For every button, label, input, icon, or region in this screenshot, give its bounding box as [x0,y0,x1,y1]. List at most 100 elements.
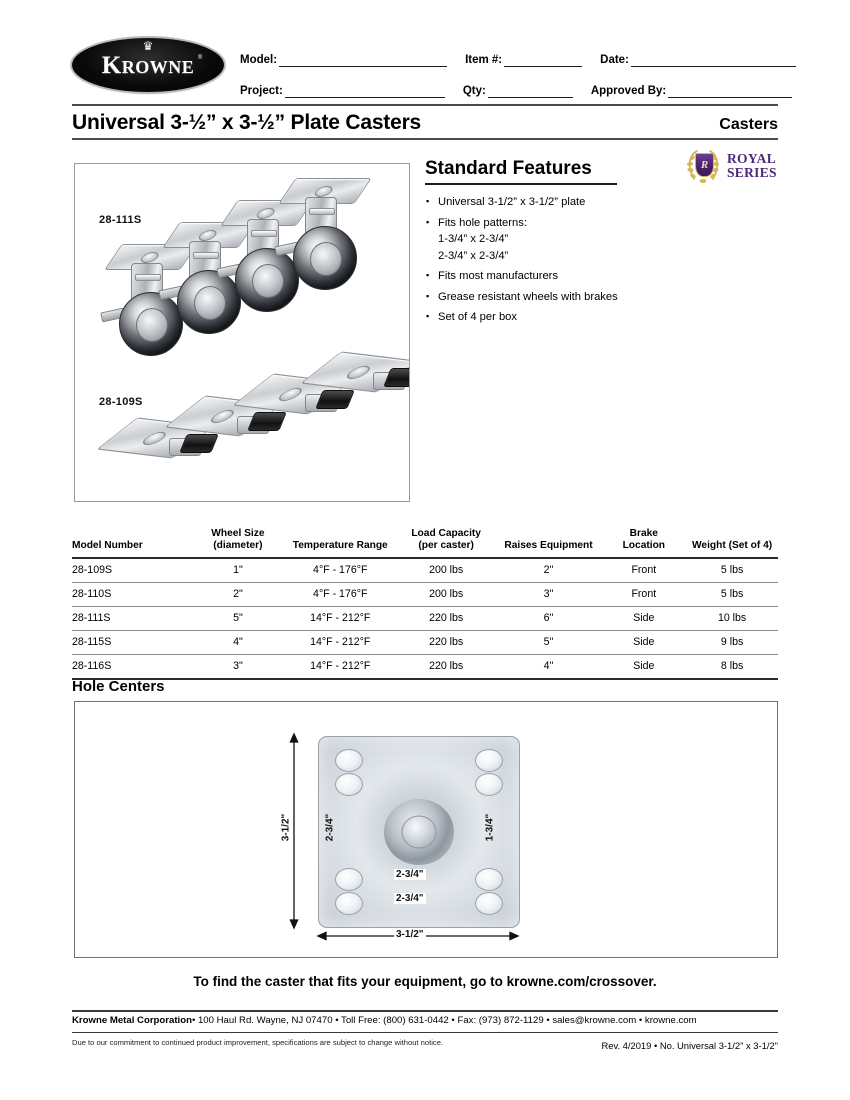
features-heading: Standard Features [425,158,617,185]
cell-load-capacity: 220 lbs [396,630,496,655]
field-item-number-label: Item #: [465,54,503,66]
field-approved-by[interactable]: Approved By: [590,84,793,98]
field-approved-by-label: Approved By: [590,85,667,97]
footer-divider-top [72,1010,778,1012]
field-qty-input[interactable] [487,85,573,98]
field-item-number[interactable]: Item #: [465,53,583,67]
footer-company: Krowne Metal Corporation [72,1015,192,1026]
title-divider-top [72,104,778,106]
cell-temperature-range: 14°F - 212°F [283,654,397,680]
cell-brake-location: Front [601,582,687,607]
dim-left-outer: 3-1/2" [280,813,292,842]
product-label-top: 28-111S [99,214,142,226]
page-header: ♛ KROWNE ® Model: Item #: Date: [72,36,796,98]
page-category: Casters [719,116,778,133]
standard-features: Standard Features Universal 3-1/2” x 3-1… [425,158,675,330]
field-item-number-input[interactable] [504,54,583,67]
field-project[interactable]: Project: [240,84,445,98]
footer-divider-bottom [72,1032,778,1033]
mounting-hole [335,773,363,796]
table-row: 28-111S 5" 14°F - 212°F 220 lbs 6" Side … [72,606,778,631]
cell-brake-location: Front [601,558,687,583]
cell-load-capacity: 220 lbs [396,654,496,680]
logo-wordmark: KROWNE [101,51,195,79]
cell-wheel-size: 1" [192,558,284,583]
cell-brake-location: Side [601,630,687,655]
laurel-wreath-icon [686,150,720,183]
mounting-hole [335,749,363,772]
mounting-hole [475,773,503,796]
col-header-load-capacity: Load Capacity (per caster) [396,528,496,559]
cell-weight: 5 lbs [686,582,778,607]
table-row: 28-110S 2" 4°F - 176°F 200 lbs 3" Front … [72,582,778,607]
cell-load-capacity: 200 lbs [396,558,496,583]
center-hub [384,799,454,865]
cell-weight: 8 lbs [686,654,778,680]
field-date-label: Date: [600,54,629,66]
cell-weight: 5 lbs [686,558,778,583]
mounting-hole [475,868,503,891]
feature-item: Grease resistant wheels with brakes [425,288,675,306]
form-row-1: Model: Item #: Date: [240,36,796,67]
product-label-bottom: 28-109S [99,396,143,408]
caster-swivel-3 [216,200,317,318]
table-row: 28-109S 1" 4°F - 176°F 200 lbs 2" Front … [72,558,778,583]
crossover-callout: To find the caster that fits your equipm… [193,974,657,989]
cell-raises-equipment: 2" [495,558,602,583]
title-divider-bottom [72,138,778,140]
cell-wheel-size: 5" [192,606,284,631]
cell-weight: 10 lbs [686,606,778,631]
caster-swivel-4 [274,178,375,296]
cell-brake-location: Side [601,654,687,680]
footer-contact: • 100 Haul Rd. Wayne, NJ 07470 • Toll Fr… [191,1015,697,1026]
page-title: Universal 3-½” x 3-½” Plate Casters [72,111,422,134]
dim-mid-upper: 2-3/4" [394,869,426,880]
royal-series-emblem: R [684,147,722,185]
field-model[interactable]: Model: [240,53,448,67]
col-header-brake-location: Brake Location [601,528,687,559]
cell-wheel-size: 3" [192,654,284,680]
dim-left-inner: 2-3/4" [324,813,336,842]
col-header-temperature-range: Temperature Range [283,528,397,559]
cell-model-number: 28-110S [72,582,193,607]
footer-revision: Rev. 4/2019 • No. Universal 3-1/2" x 3-1… [601,1040,778,1051]
field-model-label: Model: [240,54,278,66]
field-date[interactable]: Date: [600,53,796,67]
header-form: Model: Item #: Date: Project: [240,36,796,98]
field-model-input[interactable] [279,54,448,67]
field-qty-label: Qty: [462,85,486,97]
cell-temperature-range: 14°F - 212°F [283,606,397,631]
cell-model-number: 28-111S [72,606,193,631]
royal-series-text: ROYAL SERIES [727,152,777,180]
field-approved-by-input[interactable] [668,85,793,98]
hole-centers-heading: Hole Centers [72,678,165,695]
feature-item: Universal 3-1/2” x 3-1/2” plate [425,193,675,211]
feature-item: Fits most manufacturers [425,267,675,285]
field-qty[interactable]: Qty: [463,84,573,98]
caster-low-4 [300,346,409,404]
caster-swivel-2 [158,222,259,340]
cell-wheel-size: 4" [192,630,284,655]
footer-disclaimer: Due to our commitment to continued produ… [72,1038,444,1047]
specification-table: Model Number Wheel Size (diameter) Tempe… [72,528,778,680]
cell-load-capacity: 200 lbs [396,582,496,607]
mounting-hole [335,892,363,915]
cell-raises-equipment: 6" [495,606,602,631]
cell-brake-location: Side [601,606,687,631]
cell-model-number: 28-116S [72,654,193,680]
dim-bottom: 3-1/2" [394,929,426,940]
field-project-input[interactable] [284,85,445,98]
cell-raises-equipment: 3" [495,582,602,607]
cell-raises-equipment: 5" [495,630,602,655]
field-date-input[interactable] [630,54,796,67]
cell-raises-equipment: 4" [495,654,602,680]
registered-mark: ® [197,54,203,61]
royal-shield-icon: R [695,153,714,177]
col-header-weight: Weight (Set of 4) [686,528,778,559]
field-project-label: Project: [240,85,283,97]
caster-low-2 [164,390,291,448]
cell-temperature-range: 4°F - 176°F [283,582,397,607]
features-list: Universal 3-1/2” x 3-1/2” plate Fits hol… [425,193,675,326]
cell-weight: 9 lbs [686,630,778,655]
